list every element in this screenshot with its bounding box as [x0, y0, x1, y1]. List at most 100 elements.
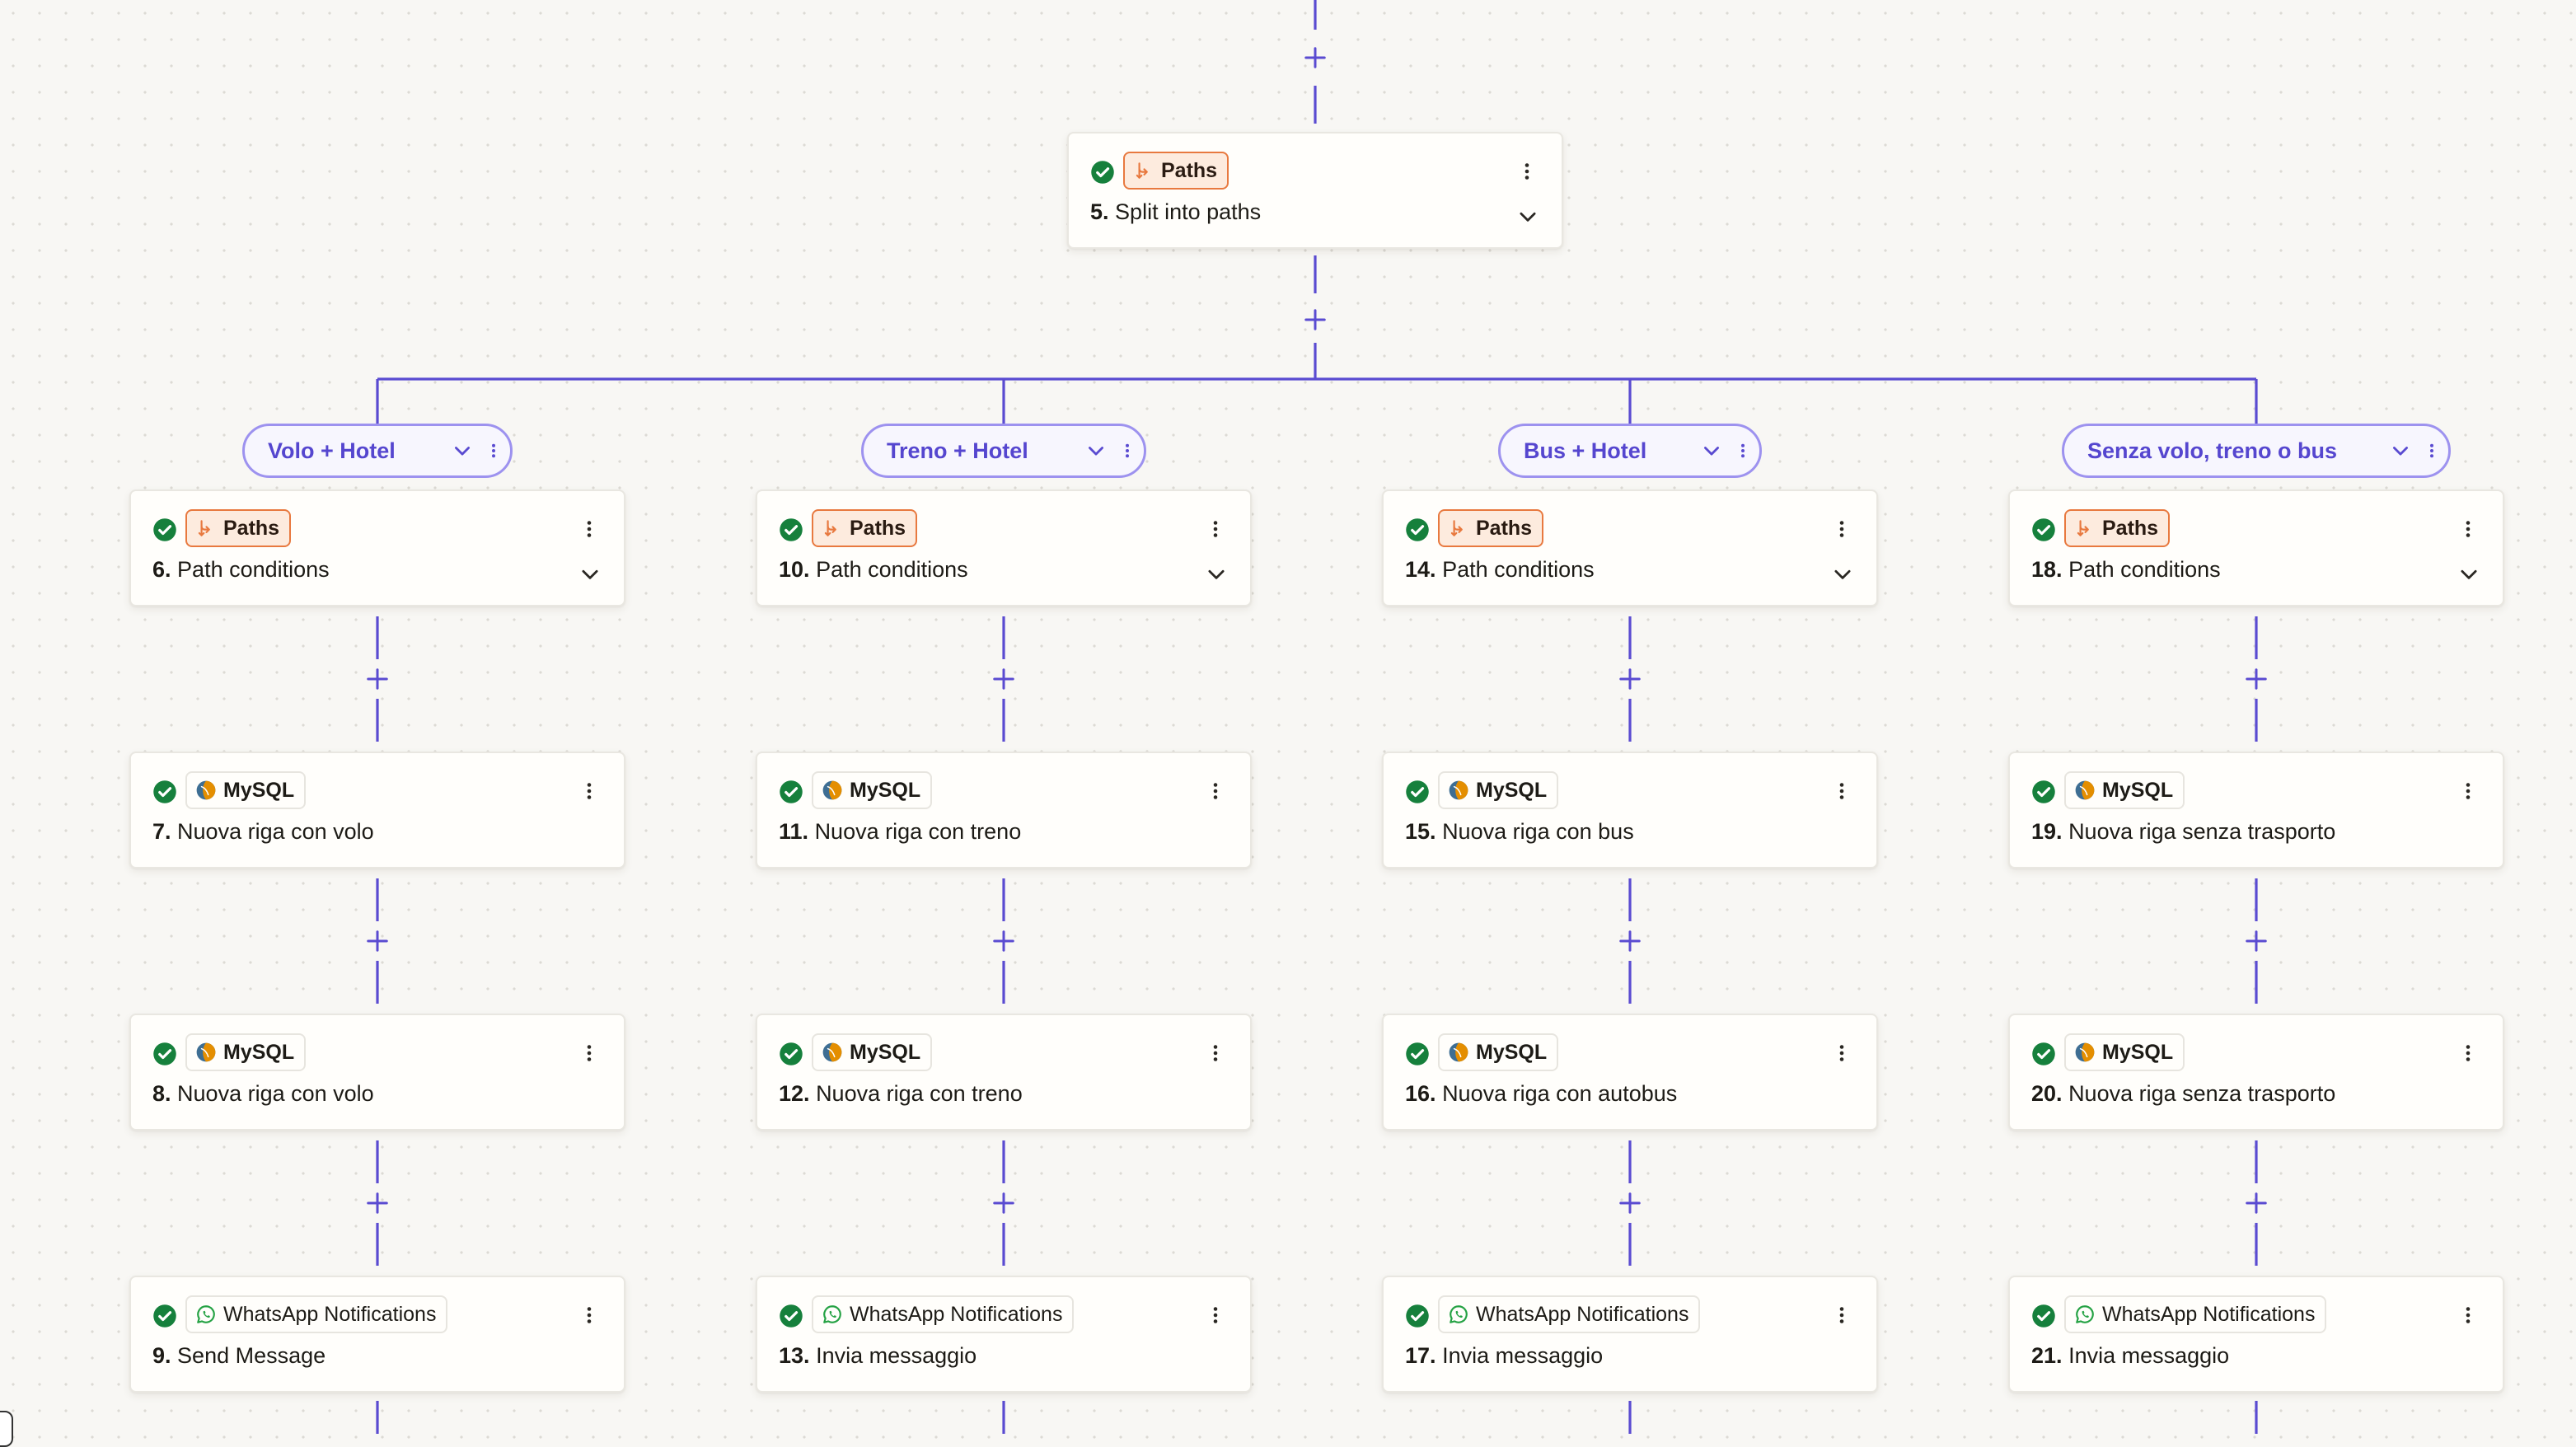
- more-options-icon[interactable]: [1206, 775, 1225, 808]
- plus-icon: [993, 668, 1014, 690]
- step-card[interactable]: Paths 6. Path conditions: [129, 489, 625, 606]
- more-options-icon[interactable]: [579, 1037, 599, 1070]
- add-step-button[interactable]: [2238, 661, 2274, 697]
- app-badge: Paths: [1123, 152, 1229, 190]
- add-step-button[interactable]: [1612, 661, 1648, 697]
- add-step-button[interactable]: [359, 1185, 396, 1221]
- chevron-down-icon: [1704, 447, 1719, 456]
- step-title: 17. Invia messaggio: [1405, 1343, 1603, 1369]
- add-step-button[interactable]: [2238, 923, 2274, 959]
- more-options-icon[interactable]: [1517, 155, 1537, 188]
- mysql-icon: [822, 780, 842, 800]
- add-step-button[interactable]: [2238, 1185, 2274, 1221]
- success-check-icon: [1406, 518, 1429, 541]
- success-check-icon: [780, 1304, 803, 1328]
- app-badge: MySQL: [2064, 1033, 2185, 1071]
- branch-pill[interactable]: Volo + Hotel: [242, 424, 513, 478]
- success-check-icon: [2032, 1042, 2055, 1065]
- step-title: 19. Nuova riga senza trasporto: [2031, 819, 2335, 845]
- more-options-icon: [2430, 443, 2433, 458]
- more-options-icon[interactable]: [1832, 775, 1852, 808]
- step-title: 6. Path conditions: [152, 557, 330, 583]
- chevron-down-icon[interactable]: [2457, 562, 2481, 587]
- success-check-icon: [153, 1042, 176, 1065]
- more-options-icon[interactable]: [2458, 775, 2478, 808]
- more-options-icon[interactable]: [1832, 513, 1852, 546]
- more-options-icon[interactable]: [2458, 1037, 2478, 1070]
- step-label: Nuova riga senza trasporto: [2068, 819, 2336, 844]
- more-options-icon[interactable]: [579, 775, 599, 808]
- more-options-icon[interactable]: [579, 513, 599, 546]
- more-options-icon[interactable]: [2458, 1299, 2478, 1332]
- success-check-icon: [153, 780, 176, 803]
- plus-icon: [993, 1192, 1014, 1214]
- app-name: Paths: [1476, 516, 1533, 540]
- app-badge: WhatsApp Notifications: [2064, 1295, 2327, 1333]
- mysql-icon: [1449, 780, 1468, 800]
- add-step-button[interactable]: [986, 661, 1022, 697]
- more-options-icon[interactable]: [2458, 513, 2478, 546]
- step-number: 11.: [779, 819, 809, 844]
- app-badge: MySQL: [185, 771, 307, 809]
- more-options-icon[interactable]: [1206, 1299, 1225, 1332]
- success-check-icon: [153, 1304, 176, 1328]
- more-options-icon[interactable]: [1206, 513, 1225, 546]
- success-check-icon: [780, 1042, 803, 1065]
- canvas-corner-handle[interactable]: [0, 1411, 13, 1447]
- add-step-button[interactable]: [1297, 302, 1333, 338]
- add-step-button[interactable]: [359, 661, 396, 697]
- more-options-icon[interactable]: [1832, 1037, 1852, 1070]
- add-step-button[interactable]: [1612, 1185, 1648, 1221]
- chevron-down-icon[interactable]: [1204, 562, 1229, 587]
- chevron-down-icon[interactable]: [1515, 204, 1540, 229]
- step-label: Invia messaggio: [1442, 1343, 1604, 1368]
- plus-icon: [993, 930, 1014, 952]
- step-label: Nuova riga con volo: [177, 1081, 374, 1106]
- chevron-down-icon[interactable]: [578, 562, 602, 587]
- chevron-down-icon[interactable]: [1830, 562, 1855, 587]
- add-step-button[interactable]: [986, 1185, 1022, 1221]
- branch-pill[interactable]: Senza volo, treno o bus: [2062, 424, 2451, 478]
- step-number: 19.: [2031, 819, 2063, 844]
- add-step-button[interactable]: [1612, 923, 1648, 959]
- step-number: 8.: [152, 1081, 171, 1106]
- app-name: Paths: [2102, 516, 2159, 540]
- success-check-icon: [153, 518, 176, 541]
- app-name: Paths: [223, 516, 280, 540]
- step-label: Nuova riga con treno: [814, 819, 1022, 844]
- more-options-icon[interactable]: [1206, 1037, 1225, 1070]
- step-number: 21.: [2031, 1343, 2063, 1368]
- step-label: Split into paths: [1115, 199, 1262, 224]
- step-number: 15.: [1405, 819, 1436, 844]
- add-step-button[interactable]: [359, 923, 396, 959]
- step-number: 5.: [1090, 199, 1109, 224]
- more-options-icon[interactable]: [579, 1299, 599, 1332]
- add-step-button[interactable]: [986, 923, 1022, 959]
- step-title: 11. Nuova riga con treno: [779, 819, 1021, 845]
- more-options-icon[interactable]: [1832, 1299, 1852, 1332]
- step-label: Path conditions: [177, 557, 330, 582]
- step-card[interactable]: Paths 5. Split into paths: [1067, 132, 1563, 249]
- paths-icon: [1450, 520, 1463, 536]
- branch-pill[interactable]: Treno + Hotel: [861, 424, 1146, 478]
- mysql-icon: [2075, 1042, 2095, 1062]
- branch-pill[interactable]: Bus + Hotel: [1498, 424, 1762, 478]
- branch-label: Bus + Hotel: [1524, 438, 1647, 463]
- add-step-button[interactable]: [1297, 40, 1333, 76]
